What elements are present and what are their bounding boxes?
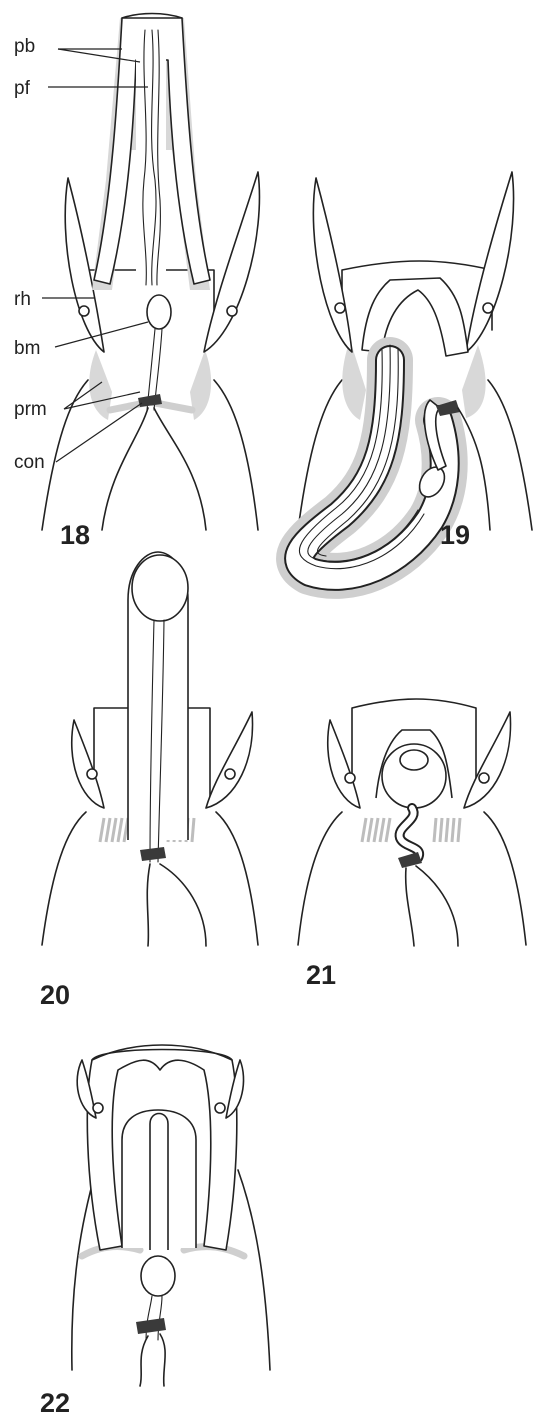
fig21-horn-left [328, 720, 360, 808]
figure-number-20: 20 [40, 980, 70, 1010]
label-con: con [14, 452, 45, 473]
label-rh: rh [14, 289, 31, 310]
fig19-ring-right [483, 303, 493, 313]
fig21-ring-right [479, 773, 489, 783]
fig21-ejac-right [416, 866, 458, 946]
fig18-ring-right [227, 306, 237, 316]
fig18-body-left [42, 380, 88, 530]
fig19-prm-left [342, 340, 366, 420]
fig21-bm [400, 750, 428, 770]
figure-19: 19 [298, 172, 532, 576]
fig21-body-left [298, 812, 342, 945]
fig18-ring-left [79, 306, 89, 316]
fig21-ring-left [345, 773, 355, 783]
fig22-ring-right [215, 1103, 225, 1113]
fig20-body-right [216, 812, 258, 945]
fig22-con [136, 1318, 166, 1334]
fig22-body-right [238, 1170, 270, 1370]
fig20-ring-right [225, 769, 235, 779]
label-pf: pf [14, 78, 31, 99]
fig20-body-left [42, 812, 86, 945]
fig22-ring-left [93, 1103, 103, 1113]
fig20-bm [132, 555, 188, 621]
fig21-body-right [484, 812, 526, 945]
label-pb: pb [14, 36, 35, 57]
fig21-con [398, 852, 422, 868]
label-bm: bm [14, 338, 40, 359]
fig18-ejac-right [154, 408, 206, 530]
figure-21: 21 [298, 699, 526, 990]
figure-20: 20 [40, 552, 258, 1010]
figure-number-21: 21 [306, 960, 336, 990]
fig19-prm-right [462, 345, 486, 418]
figure-number-22: 22 [40, 1388, 70, 1418]
fig19-body-right [488, 380, 532, 530]
label-prm: prm [14, 399, 47, 420]
fig20-con [140, 847, 166, 861]
fig22-bm [141, 1256, 175, 1296]
fig22-pf [150, 1114, 168, 1251]
figure-18: pb pf rh bm prm con 18 [14, 14, 259, 551]
fig18-bm [147, 295, 171, 329]
fig19-horn-left [313, 178, 352, 352]
fig20-ejac-right [160, 864, 206, 946]
fig19-ring-left [335, 303, 345, 313]
fig21-horn-right [464, 712, 511, 808]
fig18-horn-right [204, 172, 259, 352]
fig19-capsule [342, 261, 492, 330]
figure-22: 22 [40, 1045, 270, 1418]
fig20-ring-left [87, 769, 97, 779]
fig18-body-right [214, 380, 258, 530]
figure-number-19: 19 [440, 520, 470, 550]
fig22-ejac [140, 1334, 165, 1386]
fig20-ejac-left [147, 864, 150, 946]
fig20-horn-left [72, 720, 104, 808]
fig20-horn-right [206, 712, 253, 808]
fig19-horn-right [466, 172, 514, 352]
figure-number-18: 18 [60, 520, 90, 550]
fig21-ejac-left [406, 868, 414, 946]
